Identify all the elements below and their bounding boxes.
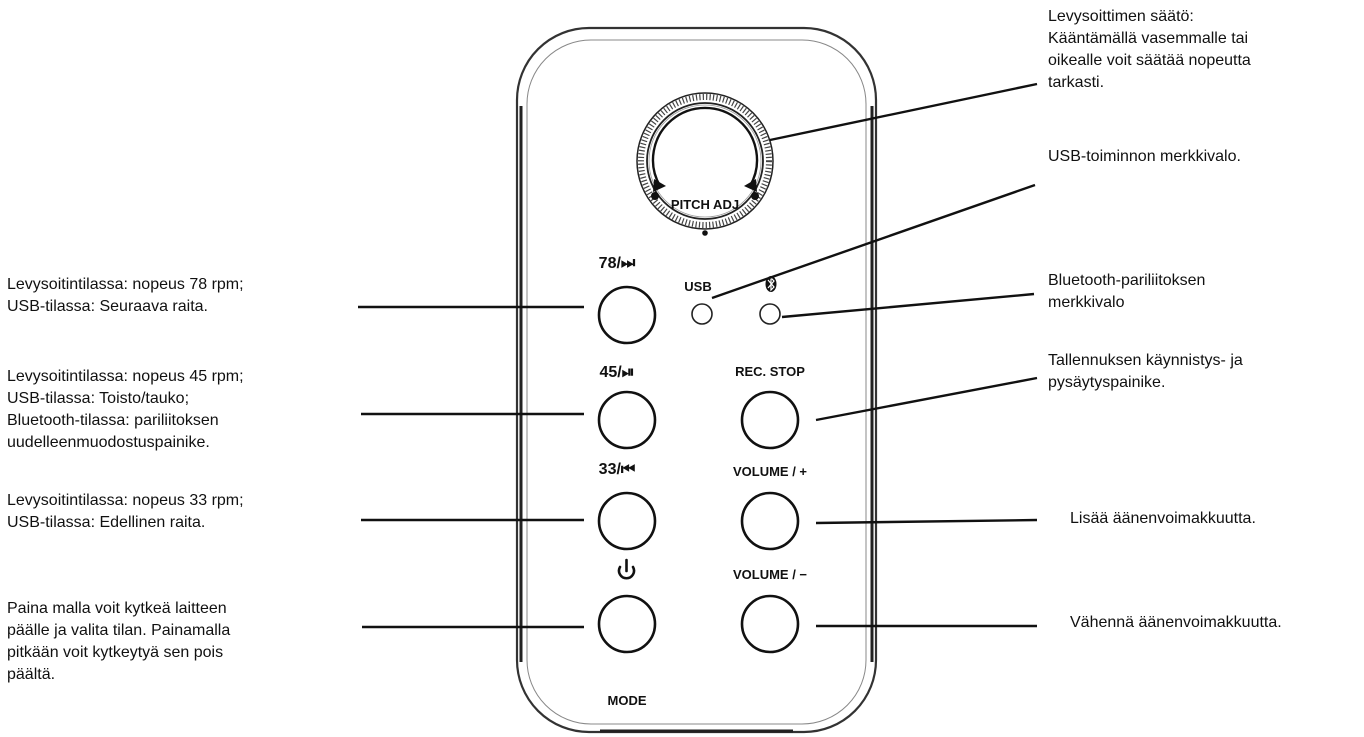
rec-stop-button[interactable] [740, 390, 800, 450]
leader-volume-up [815, 518, 1038, 525]
speed-45-play-pause-button[interactable] [597, 390, 657, 450]
usb-indicator-led [691, 303, 713, 325]
annotation-volume-down: Vähennä äänenvoimakkuutta. [1070, 614, 1282, 631]
annotation-bluetooth-led: Bluetooth-pariliitoksen merkkivalo [1048, 272, 1206, 311]
leader-rec [815, 376, 1038, 422]
pitch-label: PITCH ADJ [671, 197, 739, 212]
leader-bt-led [781, 292, 1035, 319]
caption-volume-down: VOLUME / − [733, 567, 807, 582]
caption-33: 33/⏮ [599, 461, 636, 478]
leader-usb-led [711, 183, 1036, 300]
volume-down-button[interactable] [740, 594, 800, 654]
pitch-knob[interactable]: PITCH ADJ [636, 92, 774, 236]
annotation-rec-stop: Tallennuksen käynnistys- ja pysäytyspain… [1048, 352, 1243, 391]
volume-up-button[interactable] [740, 491, 800, 551]
power-mode-button[interactable] [597, 594, 657, 654]
annotation-usb-led: USB-toiminnon merkkivalo. [1048, 148, 1241, 165]
annotation-45: Levysoitintilassa: nopeus 45 rpm; USB-ti… [7, 368, 244, 451]
caption-78: 78/⏭ [599, 255, 636, 272]
annotation-pitch: Levysoittimen säätö: Kääntämällä vasemma… [1048, 8, 1251, 91]
leader-pitch [769, 82, 1038, 142]
caption-rec-stop: REC. STOP [735, 364, 805, 379]
leader-lines [358, 82, 1038, 629]
caption-volume-up: VOLUME / + [733, 464, 807, 479]
annotation-mode: Paina malla voit kytkeä laitteen päälle … [7, 600, 231, 683]
bluetooth-indicator-led [759, 303, 781, 325]
power-icon [617, 558, 636, 580]
device-panel [515, 26, 878, 734]
bluetooth-icon [765, 276, 777, 292]
caption-45: 45/⏯ [599, 364, 634, 381]
speed-78-next-button[interactable] [597, 285, 657, 345]
annotation-33: Levysoitintilassa: nopeus 33 rpm; USB-ti… [7, 492, 244, 531]
speed-33-previous-button[interactable] [597, 491, 657, 551]
caption-usb: USB [684, 279, 711, 294]
annotation-78: Levysoitintilassa: nopeus 78 rpm; USB-ti… [7, 276, 244, 315]
annotation-volume-up: Lisää äänenvoimakkuutta. [1070, 510, 1256, 527]
caption-mode: MODE [608, 693, 647, 708]
